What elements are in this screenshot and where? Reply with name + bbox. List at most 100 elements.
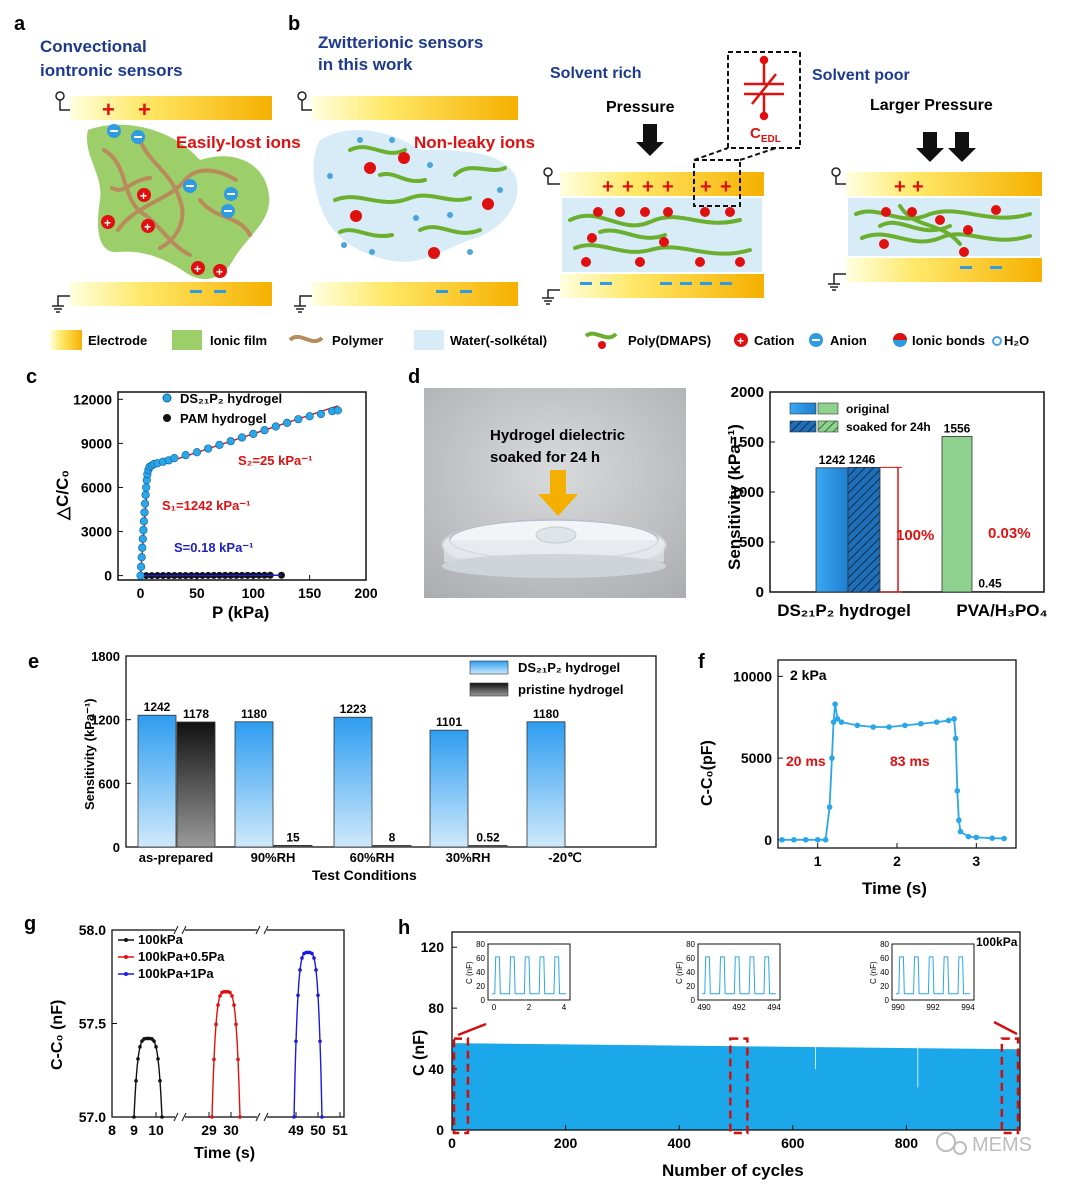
- svg-text:+: +: [140, 189, 147, 203]
- x-tick-label: 49: [288, 1122, 304, 1138]
- bar: [816, 468, 848, 592]
- f-x-axis-label: Time (s): [862, 879, 927, 898]
- g-point: [214, 1023, 218, 1027]
- x-tick-label: 2: [893, 853, 901, 869]
- inset-x-tick-label: 0: [492, 1003, 497, 1012]
- f-point: [855, 723, 861, 729]
- y-tick-label: 0: [756, 584, 764, 601]
- f-point: [974, 835, 980, 841]
- bar-value-label: 8: [389, 831, 396, 845]
- panel-b: b Zwitterionic sensors in this work Non-…: [288, 13, 535, 312]
- panel-d: d Hydrogel dielectric soaked for 24 h Se…: [408, 366, 1048, 620]
- f-point: [803, 837, 809, 843]
- ds-point: [249, 430, 257, 438]
- inset-x-tick-label: 4: [562, 1003, 567, 1012]
- inset-y-tick-label: 40: [880, 968, 889, 977]
- ds-point: [272, 423, 280, 431]
- svg-text:+: +: [104, 216, 111, 230]
- ds-point: [334, 407, 342, 415]
- ds-point: [142, 491, 150, 499]
- y-tick-label: 80: [428, 1000, 444, 1016]
- svg-text:+: +: [144, 220, 151, 234]
- watermark-text: MEMS: [972, 1134, 1032, 1156]
- y-tick-label: 57.0: [79, 1109, 106, 1125]
- x-tick-label: 400: [668, 1135, 692, 1151]
- x-tick-label: 9: [130, 1122, 138, 1138]
- g-legend-label: 100kPa+1Pa: [138, 966, 214, 981]
- inset-y-tick-label: 0: [885, 996, 890, 1005]
- inset-y-tick-label: 0: [481, 996, 486, 1005]
- cation-plus: +: [662, 176, 674, 198]
- y-tick-label: 2000: [731, 384, 764, 401]
- g-point: [232, 1003, 236, 1007]
- g-point: [236, 1058, 240, 1062]
- f-y-axis-label: C-C₀(pF): [699, 740, 716, 806]
- g-point: [212, 1058, 216, 1062]
- ds-point: [140, 526, 148, 534]
- cation-plus: +: [622, 176, 634, 198]
- f-point: [779, 837, 785, 843]
- inset-y-tick-label: 80: [686, 940, 695, 949]
- inset-x-tick-label: 494: [767, 1003, 781, 1012]
- f-point: [791, 837, 797, 843]
- inset-y-tick-label: 40: [686, 968, 695, 977]
- inset-x-tick-label: 492: [732, 1003, 746, 1012]
- x-tick-label: 8: [108, 1122, 116, 1138]
- ds-point: [261, 426, 269, 434]
- electrode-bottom-a: [70, 282, 272, 306]
- pressure-arrow-icon: [916, 132, 944, 162]
- x-category-label: 30%RH: [446, 850, 491, 865]
- h-y-axis-label: C (nF): [411, 1030, 428, 1076]
- f-point: [832, 701, 838, 707]
- ds-point: [283, 419, 291, 427]
- cation-plus: +: [720, 176, 732, 198]
- g-point: [316, 993, 320, 997]
- f-response-time: 20 ms: [786, 753, 826, 769]
- ds-point: [317, 410, 325, 418]
- schematic-legend: Electrode Ionic film Polymer Water(-solk…: [50, 330, 1029, 350]
- ds-point: [138, 544, 146, 552]
- f-point: [966, 834, 972, 840]
- bar-value-label: 1242: [819, 453, 846, 467]
- g-point: [300, 956, 304, 960]
- electrode-top-poor: [846, 172, 1042, 196]
- ds-point: [182, 451, 190, 459]
- g-point: [156, 1057, 160, 1061]
- y-tick-label: 3000: [81, 524, 112, 540]
- panel-letter-f: f: [698, 651, 705, 673]
- ds-point: [193, 448, 201, 456]
- bar: [138, 715, 176, 847]
- easily-lost-ions-label: Easily-lost ions: [176, 133, 301, 152]
- x-category-label: as-prepared: [139, 850, 213, 865]
- x-tick-label: 600: [781, 1135, 805, 1151]
- inset-y-axis-label: C (nF): [675, 961, 684, 984]
- bar-value-label: 1246: [849, 452, 876, 466]
- f-point: [956, 817, 962, 823]
- g-point: [134, 1079, 138, 1083]
- ds-point: [216, 441, 224, 449]
- svg-text:+: +: [216, 265, 223, 279]
- cation-plus: +: [700, 176, 712, 198]
- legend-label: Ionic bonds: [912, 333, 985, 348]
- watermark: MEMS: [937, 1133, 1032, 1156]
- photo-caption-line2: soaked for 24 h: [490, 449, 600, 466]
- y-tick-label: 0: [104, 568, 112, 584]
- panel-letter-a: a: [14, 13, 26, 35]
- cation-plus: +: [894, 176, 906, 198]
- y-tick-label: 0: [436, 1122, 444, 1138]
- x-category-label: PVA/H₃PO₄: [956, 601, 1047, 620]
- bar-value-label: 1101: [436, 715, 462, 729]
- y-tick-label: 0: [113, 840, 120, 855]
- f-response-line: [782, 704, 1004, 840]
- y-tick-label: 6000: [81, 479, 112, 495]
- bar-value-label: 1223: [340, 702, 367, 716]
- f-point: [827, 804, 833, 810]
- d-percent-003: 0.03%: [988, 525, 1031, 542]
- c-annotation-s2: S₂=25 kPa⁻¹: [238, 453, 312, 468]
- electrode-bottom-poor: [846, 258, 1042, 282]
- g-point: [154, 1045, 158, 1049]
- panel-a-title-line1: Convectional: [40, 37, 147, 56]
- electrode-swatch: [50, 330, 82, 350]
